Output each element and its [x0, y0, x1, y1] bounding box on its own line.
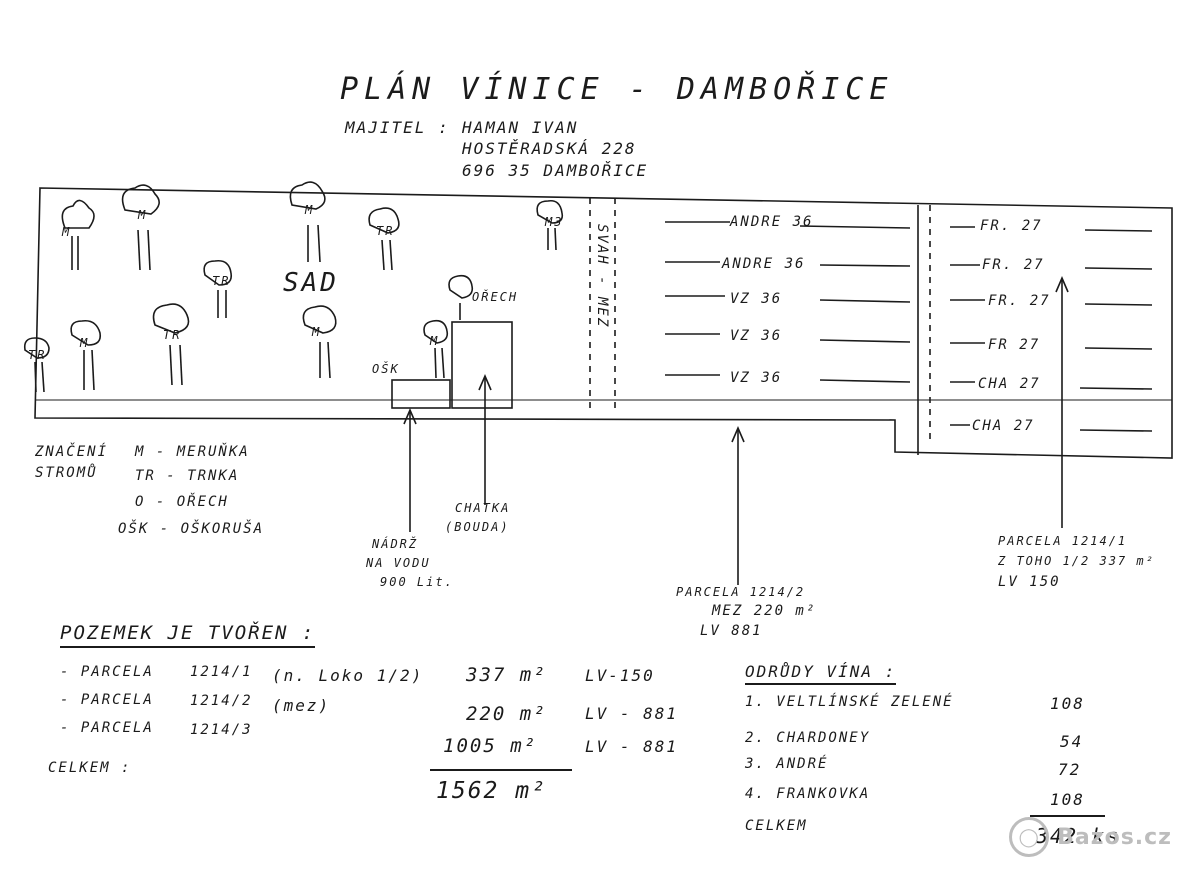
legend-heading: ZNAČENÍ — [35, 444, 109, 460]
pozemek-row-number: 1214/2 — [190, 693, 253, 709]
tree-label: M3 — [545, 215, 564, 229]
odrudy-item-name: 3. ANDRÉ — [745, 756, 829, 772]
owner-label: MAJITEL : — [345, 118, 450, 137]
arrow-chatka-head — [478, 373, 492, 391]
legend-item: O - OŘECH — [135, 494, 229, 510]
vine-row-label: FR. 27 — [982, 257, 1045, 273]
tree-label: TR — [376, 224, 395, 238]
vine-row-label: VZ 36 — [730, 291, 783, 307]
tree-label: M — [430, 334, 440, 348]
nadrz-label: NÁDRŽ — [372, 537, 419, 551]
odrudy-item-name: 1. VELTLÍNSKÉ ZELENÉ — [745, 694, 954, 710]
owner-street: HOSTĚRADSKÁ 228 — [462, 139, 637, 158]
chatka-label: CHATKA — [455, 501, 511, 515]
pozemek-row-lv: LV - 881 — [585, 704, 679, 723]
pozemek-row-area: 220 m² — [466, 703, 547, 725]
owner-city: 696 35 DAMBOŘICE — [462, 161, 649, 180]
tree-label: M — [138, 208, 148, 222]
tree-label: OŠK — [372, 362, 400, 376]
pozemek-sum-line — [430, 769, 572, 771]
arrow-nadrz-head — [403, 407, 417, 425]
tree-label: M — [80, 336, 90, 350]
legend-item: OŠK - OŠKORUŠA — [118, 521, 265, 537]
odrudy-item-count: 108 — [1050, 790, 1085, 809]
vine-rows-right — [950, 226, 1153, 432]
pozemek-row-name: - PARCELA — [60, 720, 154, 736]
vine-row-label: ANDRE 36 — [730, 214, 814, 230]
pozemek-row-note: (mez) — [272, 696, 331, 715]
odrudy-item-name: 4. FRANKOVKA — [745, 786, 871, 802]
parcela-right-label: Z TOHO 1/2 337 m² — [998, 554, 1155, 568]
chatka-shape — [451, 321, 513, 409]
nadrz-shape — [391, 379, 451, 409]
odrudy-item-name: 2. CHARDONEY — [745, 730, 871, 746]
pozemek-row-lv: LV - 881 — [585, 737, 679, 756]
garden-label: SAD — [283, 268, 339, 298]
plot-outline — [34, 187, 1173, 459]
tree-label: TR — [28, 348, 47, 362]
tree-drawings — [23, 181, 564, 393]
vine-row-label: FR. 27 — [988, 293, 1051, 309]
chatka-label: (BOUDA) — [445, 520, 510, 534]
tree-label: M — [305, 203, 315, 217]
pozemek-row-number: 1214/1 — [190, 664, 253, 680]
tree-label: M — [312, 325, 322, 339]
vine-row-label: FR 27 — [988, 337, 1041, 353]
parcela-right-label: LV 150 — [998, 574, 1061, 590]
pozemek-heading: POZEMEK JE TVOŘEN : — [60, 622, 316, 648]
boundary-label: SVAH - MEZ — [594, 224, 610, 329]
parcela-right-label: PARCELA 1214/1 — [998, 534, 1128, 548]
legend-item: TR - TRNKA — [135, 468, 240, 484]
vine-row-label: FR. 27 — [980, 218, 1043, 234]
vine-row-label: VZ 36 — [730, 370, 783, 386]
pozemek-total-area: 1562 m² — [436, 778, 547, 804]
odrudy-item-count: 108 — [1050, 694, 1085, 713]
parcela-mez-label: LV 881 — [700, 623, 763, 639]
tree-label: TR — [212, 274, 231, 288]
pozemek-row-number: 1214/3 — [190, 722, 253, 738]
legend-heading: STROMŮ — [35, 465, 98, 481]
odrudy-heading: ODRŮDY VÍNA : — [745, 662, 897, 685]
bazos-logo-icon: ◯ — [1009, 817, 1050, 857]
odrudy-total: 342 ks — [1036, 824, 1121, 848]
vine-row-label: ANDRE 36 — [722, 256, 806, 272]
vine-rows-left — [665, 221, 911, 383]
vine-row-label: CHA 27 — [972, 418, 1035, 434]
pozemek-row-note: (n. Loko 1/2) — [272, 666, 424, 685]
bazos-watermark: ◯ Bazos.cz — [1009, 817, 1172, 857]
tree-label: M — [62, 225, 72, 239]
pozemek-total-label: CELKEM : — [48, 760, 132, 776]
arrow-right-head — [1055, 275, 1069, 293]
odrudy-total-label: CELKEM — [745, 818, 808, 834]
odrudy-item-count: 54 — [1060, 732, 1084, 751]
arrow-mez-head — [731, 425, 745, 443]
parcela-mez-label: MEZ 220 m² — [712, 603, 817, 619]
odrudy-item-count: 72 — [1058, 760, 1082, 779]
nadrz-label: 900 Lit. — [380, 575, 454, 589]
odrudy-sum-line — [1030, 815, 1105, 817]
tree-label: OŘECH — [472, 290, 519, 304]
vine-row-label: VZ 36 — [730, 328, 783, 344]
parcela-mez-label: PARCELA 1214/2 — [676, 585, 806, 599]
watermark-text: Bazos.cz — [1057, 824, 1172, 850]
page-title: PLÁN VÍNICE - DAMBOŘICE — [340, 72, 894, 107]
pozemek-row-lv: LV-150 — [585, 666, 655, 685]
pozemek-row-name: - PARCELA — [60, 692, 154, 708]
pozemek-row-area: 1005 m² — [443, 735, 538, 757]
pozemek-row-area: 337 m² — [466, 664, 547, 686]
pozemek-row-name: - PARCELA — [60, 664, 154, 680]
owner-name: HAMAN IVAN — [462, 118, 579, 137]
nadrz-label: NA VODU — [366, 556, 431, 570]
legend-item: M - MERUŇKA — [135, 444, 250, 460]
tree-label: TR — [163, 328, 182, 342]
vine-row-label: CHA 27 — [978, 376, 1041, 392]
